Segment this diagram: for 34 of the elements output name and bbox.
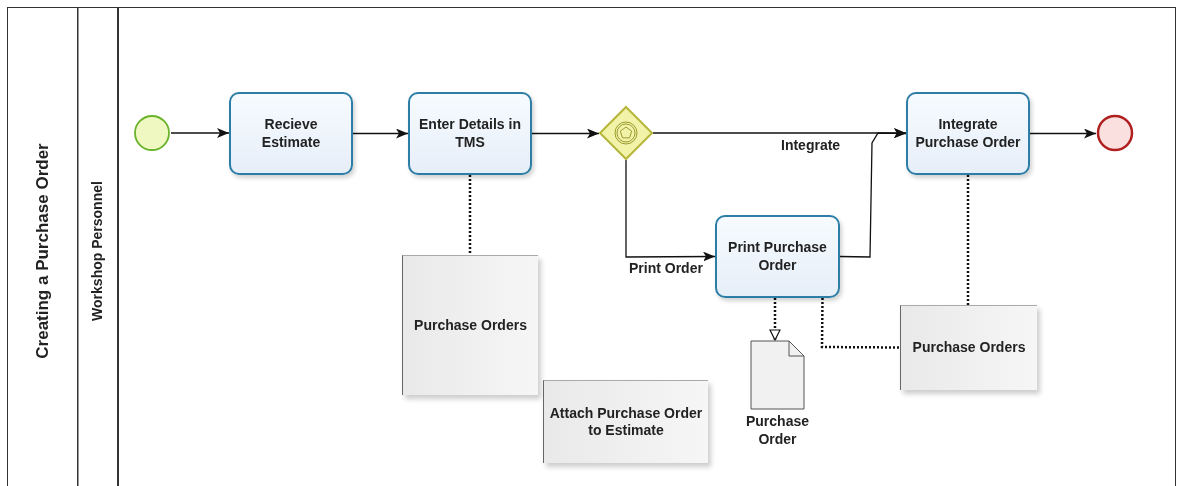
- start-event-circle: [133, 114, 171, 152]
- task-box: [906, 92, 1030, 175]
- pool-label: Creating a Purchase Order: [31, 143, 53, 359]
- document-caption: Purchase Order: [744, 413, 810, 448]
- sequence-arrow: [1029, 128, 1097, 139]
- end-event-circle: [1096, 114, 1134, 152]
- task-label: Print Purchase Order: [727, 239, 828, 274]
- lane-label: Workshop Personnel: [88, 181, 106, 321]
- task-label: Recieve Estimate: [260, 116, 322, 151]
- sequence-arrow: [531, 128, 600, 139]
- task-label: Enter Details in TMS: [418, 116, 522, 151]
- edge-label: Integrate: [780, 137, 842, 153]
- annotation-box: [543, 380, 708, 463]
- task-label: Integrate Purchase Order: [914, 116, 1022, 151]
- task-box: [715, 215, 840, 298]
- document-shape: [750, 340, 805, 410]
- task-box: [229, 92, 353, 175]
- annotation-text: Attach Purchase Order to Estimate: [548, 404, 704, 440]
- sequence-arrow: [652, 128, 907, 138]
- association-line: [966, 175, 970, 305]
- annotation-text: Purchase Orders: [414, 316, 527, 335]
- sequence-arrow: [625, 159, 716, 262]
- annotation-text: Purchase Orders: [912, 339, 1026, 357]
- sequence-arrow: [352, 128, 409, 139]
- edge-label: Print Order: [628, 260, 704, 276]
- annotation-box: [402, 255, 538, 395]
- association-line: [468, 175, 472, 255]
- association-line: [820, 298, 900, 349]
- gateway-diamond: [599, 106, 653, 160]
- task-box: [408, 92, 532, 175]
- association-line: [769, 298, 781, 341]
- sequence-arrow: [839, 128, 907, 258]
- annotation-box: [900, 305, 1037, 390]
- sequence-arrow: [170, 128, 230, 138]
